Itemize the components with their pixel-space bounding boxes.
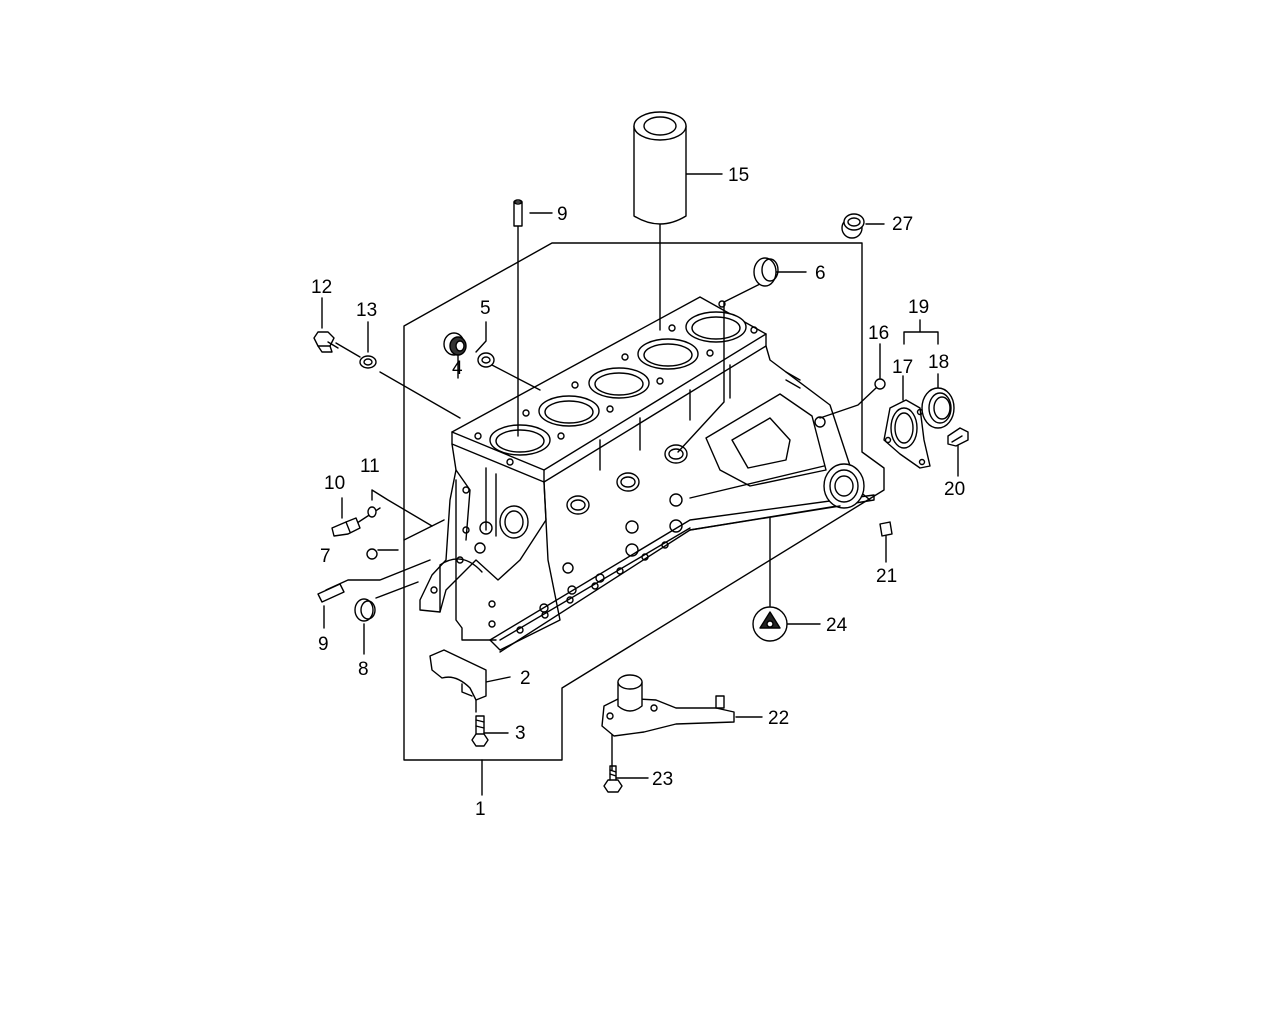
- oil-seal-18: [921, 387, 955, 429]
- bolt-3: [471, 715, 489, 747]
- dowel-pin-top: [513, 199, 523, 227]
- callout-27: 27: [892, 214, 913, 235]
- seal-ring-6: [753, 257, 779, 287]
- washer-13: [359, 355, 377, 369]
- assembly-frame: [403, 242, 885, 761]
- callout-22: 22: [768, 708, 789, 729]
- callout-2: 2: [520, 668, 531, 689]
- plug-27: [841, 213, 865, 239]
- bearing-cap-2: [429, 649, 487, 701]
- callout-11: 11: [360, 456, 380, 477]
- callout-17: 17: [892, 357, 913, 378]
- retainer-17: [883, 399, 931, 469]
- callout-18: 18: [928, 352, 949, 373]
- callout-9-left: 9: [318, 634, 329, 655]
- ball-7: [366, 548, 378, 560]
- callout-labels: 15 9 27 6 12 13 5 4 19 16 17 18 20 11 10…: [311, 165, 965, 820]
- callout-15: 15: [728, 165, 749, 186]
- callout-3: 3: [515, 723, 526, 744]
- bolt-10: [331, 517, 361, 537]
- bolt-12: [313, 331, 339, 353]
- callout-20: 20: [944, 479, 965, 500]
- callout-9-top: 9: [557, 204, 568, 225]
- callout-24: 24: [826, 615, 848, 636]
- dowel-9-left: [317, 583, 345, 603]
- bolt-23: [603, 765, 623, 793]
- callout-1: 1: [475, 799, 486, 820]
- oring-11: [367, 506, 377, 518]
- seal-ring-8: [354, 598, 376, 622]
- cylinder-block: [419, 296, 875, 653]
- callout-7: 7: [320, 546, 331, 567]
- bolt-20: [947, 427, 969, 447]
- plug-4: [443, 332, 467, 356]
- callout-6: 6: [815, 263, 826, 284]
- callout-19: 19: [908, 297, 929, 318]
- callout-23: 23: [652, 769, 673, 790]
- cap-24: [752, 606, 788, 642]
- callout-10: 10: [324, 473, 345, 494]
- ball-16: [874, 378, 886, 390]
- callout-8: 8: [358, 659, 369, 680]
- callout-16: 16: [868, 323, 889, 344]
- callout-5: 5: [480, 298, 491, 319]
- callout-13: 13: [356, 300, 377, 321]
- callout-21: 21: [876, 566, 897, 587]
- callout-4: 4: [452, 358, 463, 379]
- oil-jet-22: [601, 674, 735, 737]
- pin-21: [879, 521, 893, 537]
- cylinder-liner-part: [633, 111, 687, 225]
- washer-5: [477, 352, 495, 368]
- callout-12: 12: [311, 277, 332, 298]
